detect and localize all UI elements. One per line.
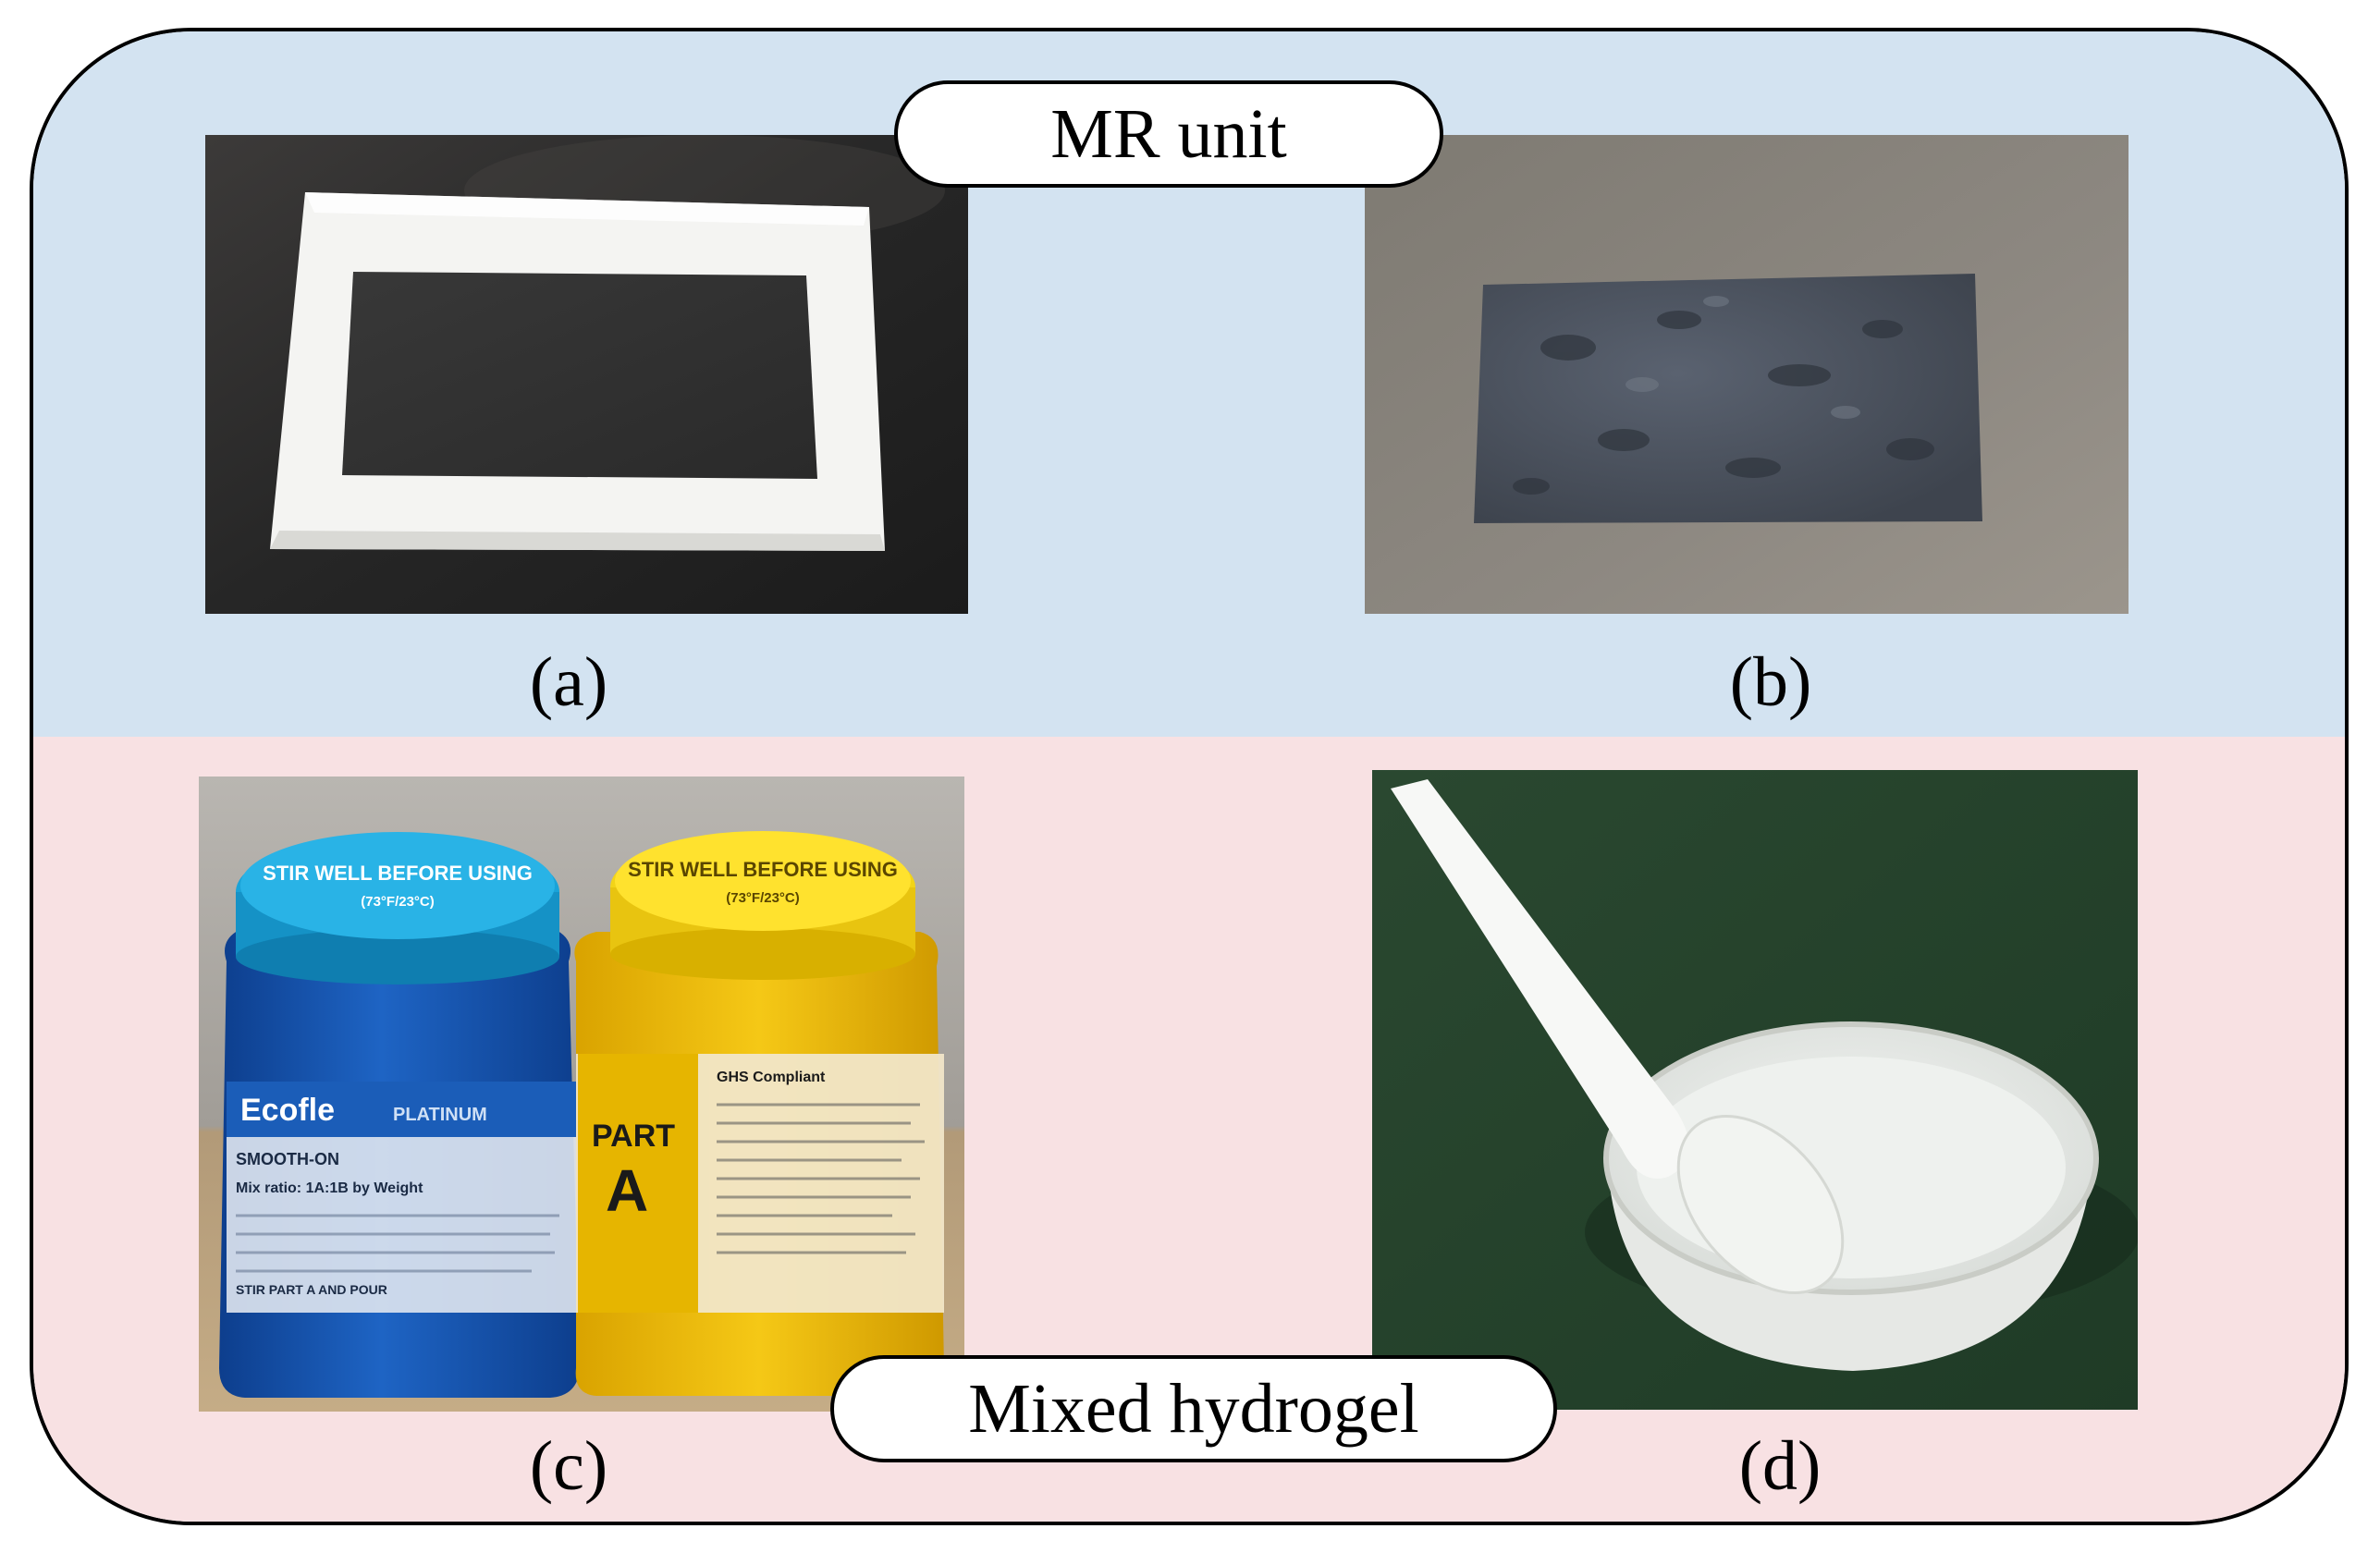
photo-a-mold-frame xyxy=(205,135,968,614)
photo-c-ecoflex-jars: STIR WELL BEFORE USING (73°F/23°C) Ecofl… xyxy=(199,776,964,1412)
photo-d-bowl-spoon xyxy=(1372,770,2138,1410)
ghs-compliance: GHS Compliant xyxy=(717,1070,826,1085)
caption-d: (d) xyxy=(1738,1427,1822,1505)
part-letter: A xyxy=(606,1157,648,1224)
yellow-lid-small: (73°F/23°C) xyxy=(726,890,800,906)
mix-ratio: Mix ratio: 1A:1B by Weight xyxy=(236,1180,423,1196)
photo-c-graphic: STIR WELL BEFORE USING (73°F/23°C) Ecofl… xyxy=(199,776,964,1412)
product-name: Ecofle xyxy=(240,1093,335,1128)
photo-d-graphic xyxy=(1372,770,2138,1410)
stir-note: STIR PART A AND POUR xyxy=(236,1282,387,1297)
part-word: PART xyxy=(592,1119,675,1154)
section-label-mr-unit: MR unit xyxy=(894,80,1443,188)
caption-c: (c) xyxy=(529,1427,608,1505)
blue-lid-text: STIR WELL BEFORE USING xyxy=(263,862,533,885)
photo-a-graphic xyxy=(205,135,968,614)
yellow-lid-text: STIR WELL BEFORE USING xyxy=(628,858,898,881)
photo-b-mr-block xyxy=(1365,135,2129,614)
photo-b-graphic xyxy=(1365,135,2129,614)
caption-a: (a) xyxy=(529,643,608,721)
section-label-mixed-hydrogel: Mixed hydrogel xyxy=(830,1355,1557,1462)
brand-name: SMOOTH-ON xyxy=(236,1150,339,1168)
blue-lid-small: (73°F/23°C) xyxy=(361,894,435,910)
product-subtitle: PLATINUM xyxy=(393,1105,487,1125)
caption-b: (b) xyxy=(1729,643,1812,721)
